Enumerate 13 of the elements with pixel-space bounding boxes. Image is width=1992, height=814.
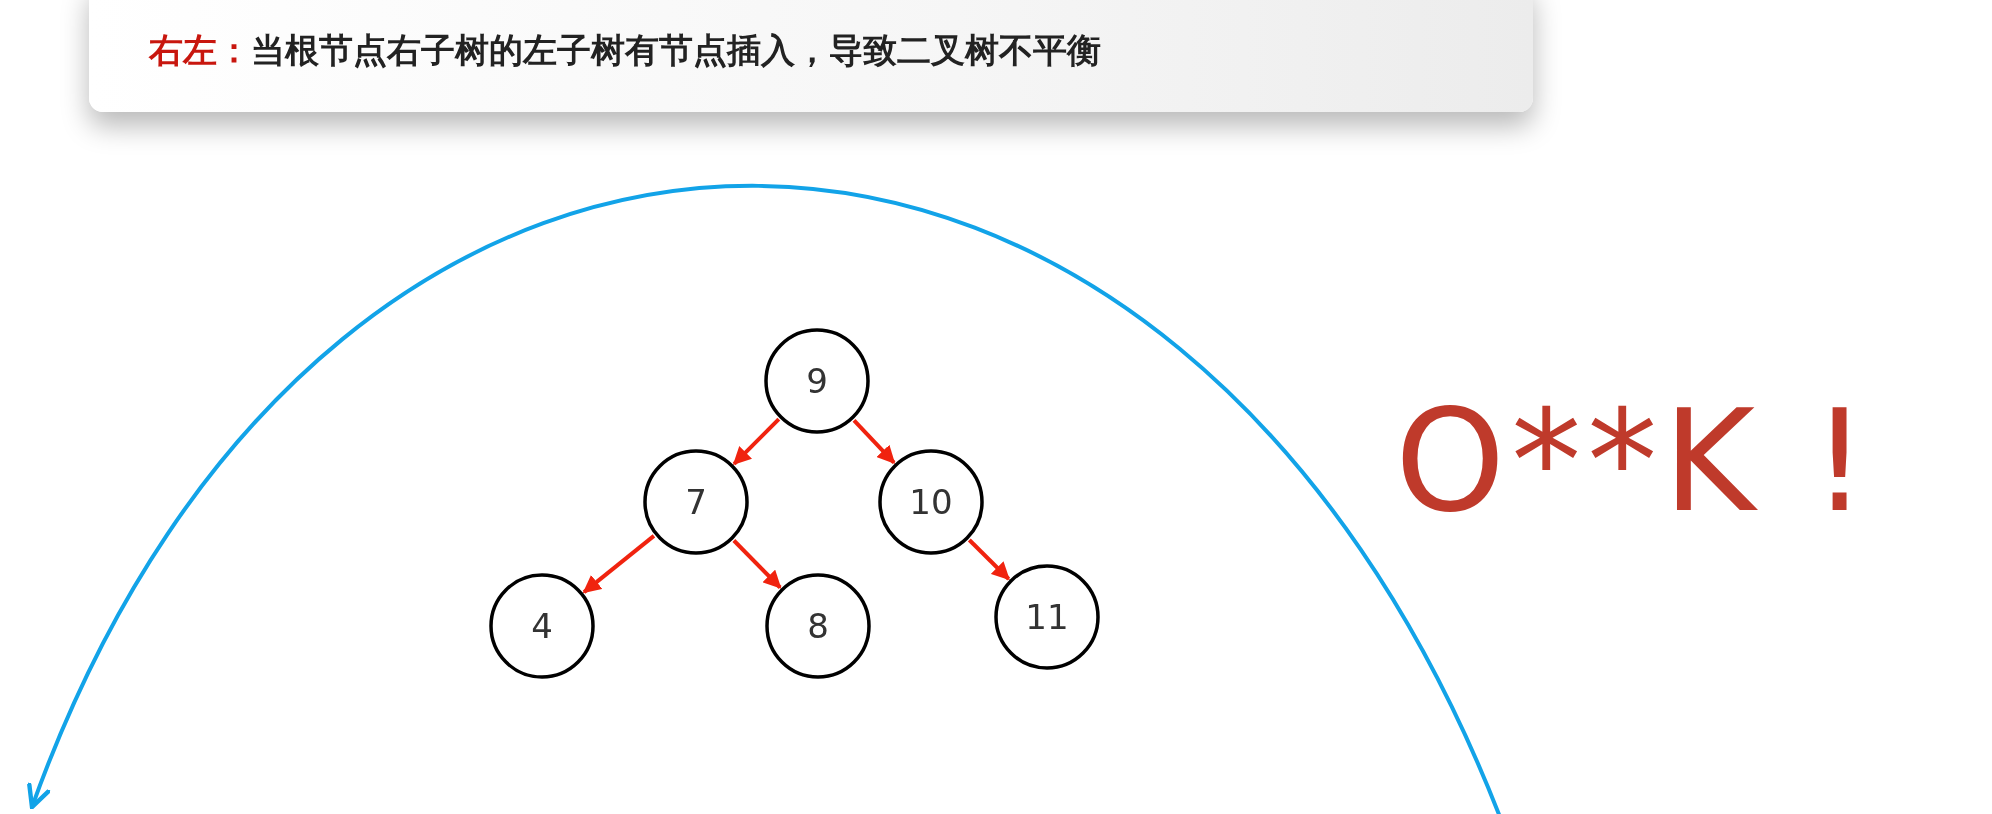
arrow xyxy=(852,418,896,465)
title-banner: 右左：当根节点右子树的左子树有节点插入，导致二叉树不平衡 xyxy=(89,0,1533,112)
tree-node: 10 xyxy=(878,449,984,555)
arrow xyxy=(582,534,656,594)
handwritten-label: O**K ! xyxy=(1395,380,1874,543)
tree-node: 9 xyxy=(764,328,870,434)
arrow xyxy=(967,538,1011,581)
arrow xyxy=(732,539,782,589)
tree-node: 4 xyxy=(489,573,595,679)
tree-node: 11 xyxy=(994,564,1100,670)
tree-node: 7 xyxy=(643,449,749,555)
arrow xyxy=(732,417,781,466)
tree-node: 8 xyxy=(765,573,871,679)
